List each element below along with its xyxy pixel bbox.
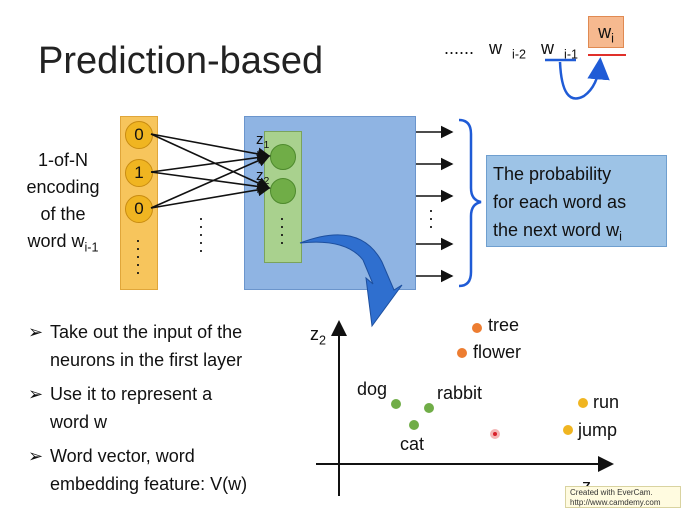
- connection-line: [150, 133, 271, 161]
- point-dog: [391, 399, 401, 409]
- predict-arrow-icon: [558, 57, 610, 100]
- point-jump: [563, 425, 573, 435]
- page-title: Prediction-based: [38, 40, 324, 82]
- word-label-rabbit: rabbit: [437, 383, 483, 403]
- input-ellipsis-dots: ·····: [135, 230, 141, 282]
- embedding-arrow-icon: [299, 234, 403, 328]
- bullet-list: ➢ Take out the input of the neurons in t…: [28, 318, 247, 504]
- y-axis-label: z2: [310, 324, 327, 348]
- input-node: 0: [125, 195, 153, 223]
- word-label-flower: flower: [473, 342, 522, 362]
- input-to-hidden-connections: [150, 133, 271, 209]
- connection-line: [150, 151, 271, 173]
- input-encoding-label: 1-of-N encoding of the word wi-1: [26, 150, 100, 255]
- point-run: [578, 398, 588, 408]
- output-ellipsis-dots: ···: [428, 200, 434, 236]
- hidden-ellipsis-dots: ····: [279, 208, 285, 252]
- word-label-run: run: [593, 392, 620, 412]
- connection-line: [150, 133, 271, 190]
- bullet-arrow-icon: ➢: [28, 322, 44, 342]
- middle-ellipsis-dots: ·····: [198, 208, 204, 260]
- word-label-dog: dog: [357, 379, 388, 399]
- point-tree: [472, 323, 482, 333]
- bullet-item: ➢ Word vector, word embedding feature: V…: [28, 442, 247, 498]
- output-brace: [458, 118, 482, 288]
- z1-label: z1: [256, 131, 270, 151]
- point-rabbit: [424, 403, 434, 413]
- word-label-tree: tree: [488, 315, 520, 335]
- output-arrows: [416, 125, 454, 283]
- connection-line: [150, 171, 271, 193]
- output-description-box: The probability for each word as the nex…: [486, 155, 667, 247]
- bullet-item: ➢ Use it to represent a word w: [28, 380, 247, 436]
- bullet-item: ➢ Take out the input of the neurons in t…: [28, 318, 247, 374]
- point-flower: [457, 348, 467, 358]
- word-label-jump: jump: [578, 420, 618, 440]
- connection-line: [150, 183, 271, 209]
- word-label-cat: cat: [400, 434, 425, 454]
- target-word-box: wi: [588, 16, 624, 48]
- bullet-arrow-icon: ➢: [28, 446, 44, 466]
- connection-line: [150, 154, 271, 209]
- bullet-arrow-icon: ➢: [28, 384, 44, 404]
- point-cat: [409, 420, 419, 430]
- evercam-watermark: Created with EverCam. http://www.camdemy…: [565, 486, 681, 508]
- input-node: 0: [125, 121, 153, 149]
- sequence-ellipsis: ......: [444, 38, 475, 58]
